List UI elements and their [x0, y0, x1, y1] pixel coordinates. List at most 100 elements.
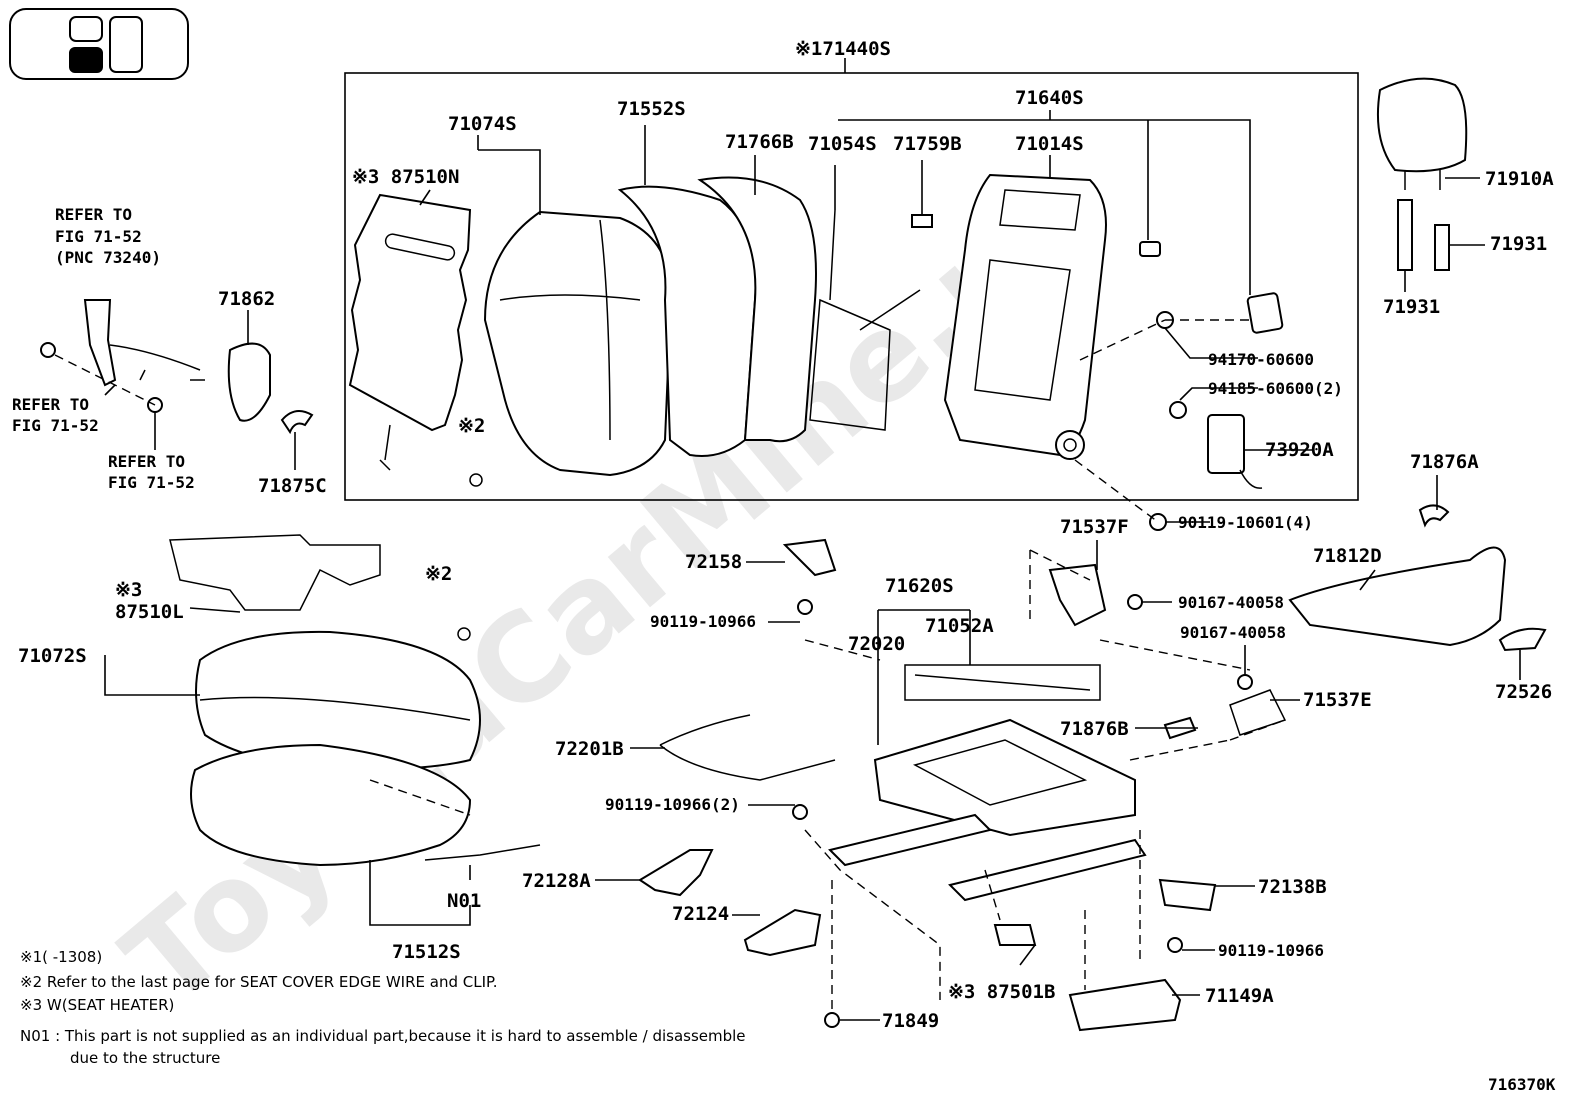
label-71931-bottom: 71931 [1383, 296, 1440, 318]
label-90119-10966-2: 90119-10966(2) [605, 795, 740, 814]
label-72124: 72124 [672, 903, 729, 925]
seat-track [828, 813, 1147, 902]
callout-labels: 71074S ※3 87510N 71552S 71766B 71054S 71… [18, 87, 1554, 1032]
cushion-frame-72020 [873, 718, 1136, 837]
label-N01: N01 [447, 890, 481, 912]
label-87510L-a: ※3 [115, 579, 142, 601]
label-73920A: 73920A [1265, 439, 1334, 461]
refer-block-3: REFER TO FIG 71-52 [108, 452, 195, 492]
seatback-cover-71074S [483, 210, 673, 477]
knob-72526 [1498, 627, 1547, 652]
label-71875C: 71875C [258, 475, 327, 497]
refer-block-2: REFER TO FIG 71-52 [12, 395, 99, 435]
harness-87501B [993, 924, 1037, 946]
clip-71640S [1139, 241, 1161, 257]
seatback-assembly-box [344, 72, 1359, 501]
footnote-1: ※1( -1308) [20, 948, 102, 966]
label-87510L-b: 87510L [115, 601, 184, 623]
svg-text:(PNC 73240): (PNC 73240) [55, 248, 161, 267]
svg-text:FIG 71-52: FIG 71-52 [108, 473, 195, 492]
footnote-n01-cont: due to the structure [70, 1049, 220, 1067]
clip-71759B [911, 214, 933, 228]
label-71849: 71849 [882, 1010, 939, 1032]
refer-block-1: REFER TO FIG 71-52 (PNC 73240) [55, 205, 161, 267]
heater-sheet-87510L [169, 534, 381, 611]
side-cover-71812D [1288, 546, 1507, 647]
label-71640S: 71640S [1015, 87, 1084, 109]
side-airbag-73920A [1207, 414, 1245, 474]
label-71052A: 71052A [925, 615, 994, 637]
label-71149A: 71149A [1205, 985, 1274, 1007]
footnote-n01: N01 : This part is not supplied as an in… [20, 1027, 746, 1045]
cover-71875C [280, 410, 314, 435]
label-71072S: 71072S [18, 645, 87, 667]
cover-71862 [227, 342, 271, 422]
cover-71876A [1418, 504, 1450, 528]
label-90167-40058-b: 90167-40058 [1180, 623, 1286, 642]
label-72128A: 72128A [522, 870, 591, 892]
cover-72124 [743, 908, 822, 957]
footnotes: ※1( -1308) ※2 Refer to the last page for… [20, 948, 746, 1067]
seatbelt-buckle [83, 299, 117, 387]
label-94185-60600: 94185-60600(2) [1208, 379, 1343, 398]
headrest-guide-71931 [1397, 199, 1450, 271]
label-90119-10601: 90119-10601(4) [1178, 513, 1313, 532]
nut-94185-60600 [1169, 401, 1187, 419]
label-72158: 72158 [685, 551, 742, 573]
label-72201B: 72201B [555, 738, 624, 760]
leader-lines [104, 110, 1521, 1021]
svg-text:FIG 71-52: FIG 71-52 [55, 227, 142, 246]
label-71812D: 71812D [1313, 545, 1382, 567]
bracket-71537E [1229, 689, 1287, 736]
label-71552S: 71552S [617, 98, 686, 120]
bracket-72158 [782, 538, 837, 577]
label-90119-10966-a: 90119-10966 [650, 612, 756, 631]
label-94170-60600: 94170-60600 [1208, 350, 1314, 369]
label-71931-right: 71931 [1490, 233, 1547, 255]
label-71537F: 71537F [1060, 516, 1129, 538]
footnote-3: ※3 W(SEAT HEATER) [20, 996, 174, 1014]
cushion-cover-71072S [195, 630, 481, 772]
seat-position-icon [9, 8, 189, 80]
label-71014S: 71014S [1015, 133, 1084, 155]
harness-N01 [424, 844, 541, 861]
label-71759B: 71759B [893, 133, 962, 155]
cushion-pad-71512S [190, 743, 472, 867]
bracket-72138B [1158, 878, 1217, 912]
label-87501B: ※3 87501B [948, 981, 1055, 1003]
assembly-lines [54, 319, 1286, 1015]
label-71512S: 71512S [392, 941, 461, 963]
label-71766B: 71766B [725, 131, 794, 153]
label-71876A: 71876A [1410, 451, 1479, 473]
group-label: ※171440S [795, 38, 891, 60]
switch-71640S [1246, 292, 1284, 334]
label-71620S: 71620S [885, 575, 954, 597]
label-87510N: ※3 87510N [352, 166, 459, 188]
spring-71054S [809, 209, 921, 431]
svg-text:REFER TO: REFER TO [108, 452, 185, 471]
cover-71149A [1068, 978, 1182, 1032]
label-note2-a: ※2 [458, 415, 485, 437]
cover-71537F [1048, 563, 1107, 627]
back-board-71766B [697, 176, 817, 443]
cover-72128A [638, 849, 714, 897]
figure-code: 716370K [1488, 1075, 1556, 1094]
seatback-frame-71014S [943, 173, 1107, 460]
label-71054S: 71054S [808, 133, 877, 155]
label-71876B: 71876B [1060, 718, 1129, 740]
svg-text:REFER TO: REFER TO [55, 205, 132, 224]
svg-text:FIG 71-52: FIG 71-52 [12, 416, 99, 435]
label-90119-10966-c: 90119-10966 [1218, 941, 1324, 960]
heater-sheet-87510N [348, 193, 472, 471]
spring-71052A [904, 664, 1101, 701]
label-72020: 72020 [848, 633, 905, 655]
label-71862: 71862 [218, 288, 275, 310]
label-72526: 72526 [1495, 681, 1552, 703]
label-90167-40058-a: 90167-40058 [1178, 593, 1284, 612]
svg-text:REFER TO: REFER TO [12, 395, 89, 414]
label-71537E: 71537E [1303, 689, 1372, 711]
wire-72201B [659, 714, 836, 781]
headrest-71910A [1376, 77, 1468, 190]
